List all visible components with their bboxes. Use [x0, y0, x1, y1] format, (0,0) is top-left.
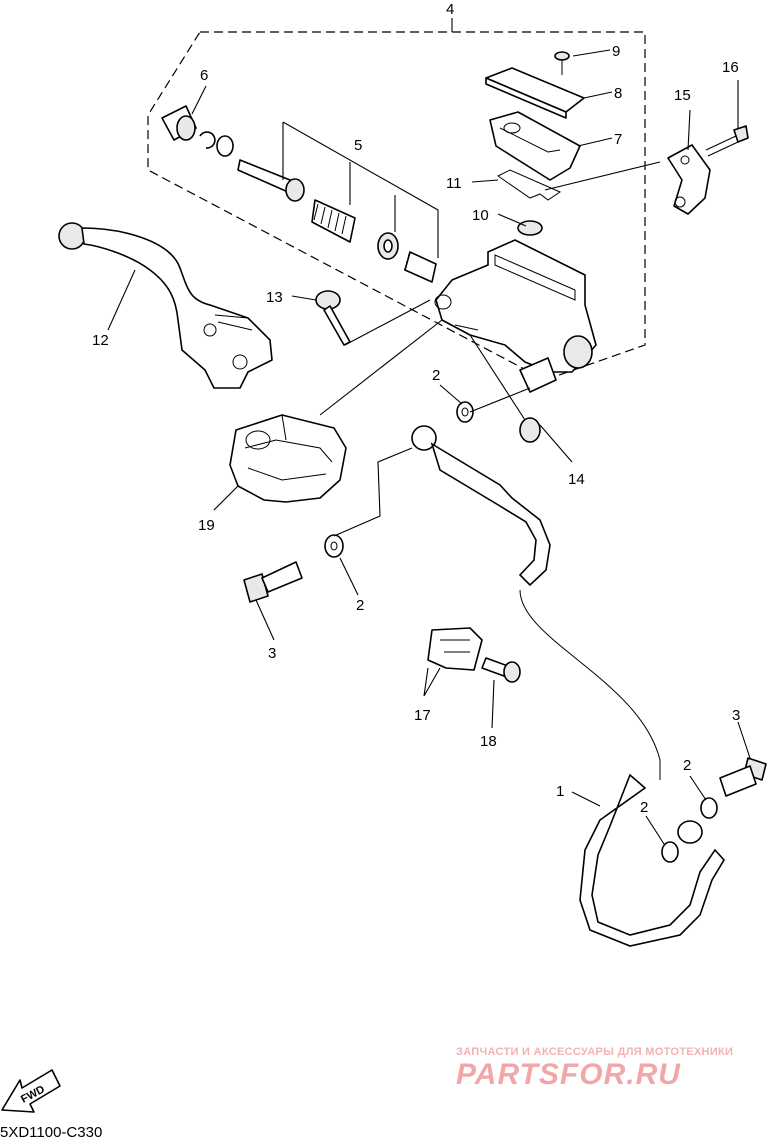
- part-2-washer-lower-b: [661, 841, 679, 863]
- callout-10: 10: [472, 207, 489, 224]
- callout-19: 19: [198, 517, 215, 534]
- part-16-bolt: [705, 125, 749, 157]
- part-11-plate: [497, 169, 562, 201]
- callout-8: 8: [614, 85, 622, 102]
- part-6-boot: [161, 105, 234, 157]
- part-14-bleeder: [519, 417, 541, 443]
- part-5-piston-kit: [237, 121, 439, 283]
- part-12-lever: [58, 222, 273, 389]
- callout-15: 15: [674, 87, 691, 104]
- callout-9: 9: [612, 43, 620, 60]
- part-3-bolt-right: [719, 757, 767, 797]
- callout-5: 5: [354, 137, 362, 154]
- part-10-cap: [517, 220, 543, 236]
- callout-11: 11: [446, 175, 462, 192]
- part-15-clamp: [667, 144, 711, 215]
- callout-4: 4: [446, 1, 454, 18]
- callout-2a: 2: [432, 367, 440, 384]
- leader-lines: [107, 18, 751, 845]
- part-18-bolt: [481, 657, 521, 683]
- callout-1: 1: [556, 783, 564, 800]
- part-1-hose: [411, 425, 725, 947]
- callout-2c: 2: [683, 757, 691, 774]
- callout-17: 17: [414, 707, 431, 724]
- callout-3b: 3: [732, 707, 740, 724]
- callout-18: 18: [480, 733, 497, 750]
- callout-2b: 2: [356, 597, 364, 614]
- part-17-clamp: [427, 627, 483, 671]
- drawing-code: 5XD1100-C330: [0, 1124, 103, 1141]
- part-2-washer-lower-a: [700, 797, 718, 819]
- callout-3a: 3: [268, 645, 276, 662]
- part-19-cover: [229, 414, 347, 503]
- callout-12: 12: [92, 332, 109, 349]
- callout-2d: 2: [640, 799, 648, 816]
- part-2-washer-upper: [456, 401, 474, 423]
- watermark-tagline: ЗАПЧАСТИ И АКСЕССУАРЫ ДЛЯ МОТОТЕХНИКИ: [456, 1046, 734, 1058]
- part-13-pivot-bolt: [315, 290, 351, 346]
- master-cylinder-body: [434, 239, 597, 393]
- watermark-brand: PARTSFOR.RU: [456, 1058, 681, 1091]
- callout-7: 7: [614, 131, 622, 148]
- callout-16: 16: [722, 59, 739, 76]
- callout-6: 6: [200, 67, 208, 84]
- part-7-diaphragm: [489, 111, 581, 181]
- part-9-screw: [554, 51, 570, 75]
- callout-labels: 1 2 2 2 2 3 3 4 5 6 7 8 9 10 11 12 13 14…: [92, 1, 740, 816]
- part-3-bolt-left: [243, 561, 303, 603]
- part-2-washer-left: [324, 534, 344, 558]
- callout-14: 14: [568, 471, 585, 488]
- callout-13: 13: [266, 289, 283, 306]
- fwd-arrow-icon: FWD: [1, 1069, 61, 1113]
- part-8-cap: [485, 67, 585, 119]
